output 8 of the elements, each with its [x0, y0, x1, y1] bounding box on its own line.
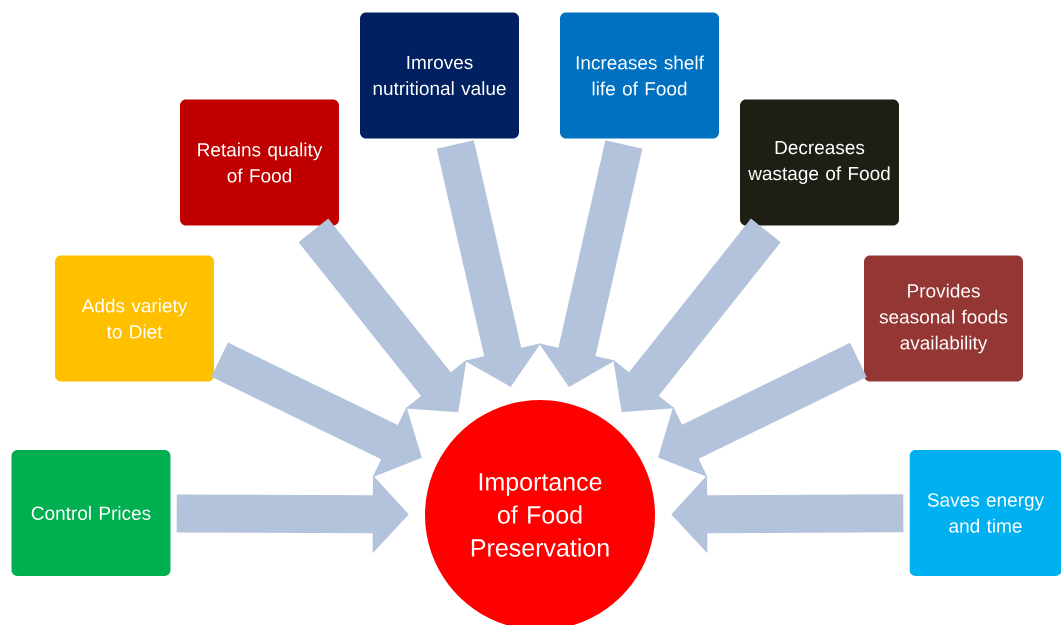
process-box: Increases shelf life of Food — [560, 12, 719, 139]
process-box: Adds variety to Diet — [55, 255, 214, 382]
process-box: Saves energy and time — [909, 450, 1061, 576]
process-box: Retains quality of Food — [180, 99, 339, 226]
process-box: Control Prices — [11, 450, 171, 576]
process-box: Decreases wastage of Food — [740, 99, 899, 226]
process-box: Imroves nutritional value — [360, 12, 519, 139]
process-box: Provides seasonal foods availability — [864, 255, 1023, 382]
